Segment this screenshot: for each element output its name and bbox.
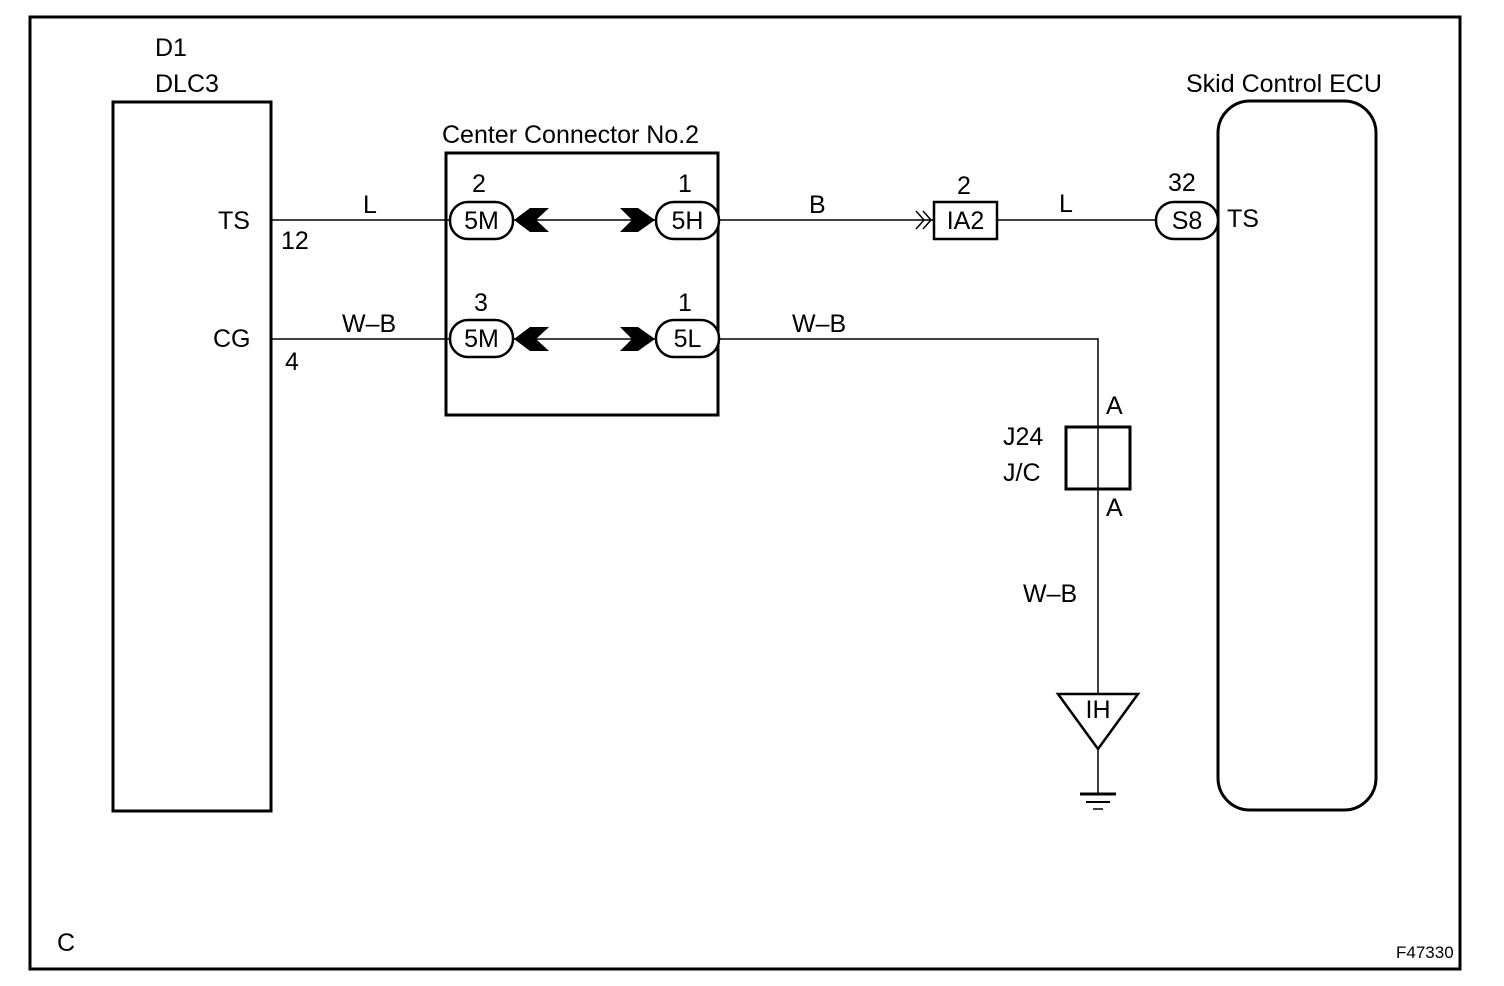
jc-bottom-label: A <box>1106 494 1123 522</box>
ecu-connector-label: S8 <box>1172 207 1203 235</box>
ground-point-triangle <box>1055 692 1141 752</box>
wire-cc-ia2-color: B <box>809 191 826 219</box>
dlc3-pin-ts-label: TS <box>218 207 250 235</box>
dlc3-pin-cg-label: CG <box>213 325 251 353</box>
jc-code: J24 <box>1003 423 1043 451</box>
cc-row2-right-pin: 1 <box>678 289 692 317</box>
cc-row1-left-connector-label: 5M <box>464 207 499 235</box>
cc-row1-left-arrow <box>514 208 549 232</box>
ia2-label: IA2 <box>947 207 985 235</box>
ecu-box <box>1216 99 1378 812</box>
cc-row2-left-arrow <box>514 327 549 351</box>
center-connector-title: Center Connector No.2 <box>442 121 699 149</box>
cc-row2-left-connector <box>448 318 515 359</box>
cc-row2-left-connector-label: 5M <box>464 325 499 353</box>
ecu-terminal-label: TS <box>1227 205 1259 233</box>
cc-row2-right-connector-label: 5L <box>674 325 702 353</box>
cc-row1-left-connector <box>448 200 515 241</box>
corner-letter: C <box>57 929 75 957</box>
dlc3-pin-ts-number: 12 <box>281 227 309 255</box>
dlc3-box <box>111 100 273 813</box>
ground-icon <box>1080 792 1116 810</box>
wire-jc-ground-color: W–B <box>1023 580 1077 608</box>
wire-cg-dlc-cc-color: W–B <box>342 310 396 338</box>
cc-row1-right-connector-label: 5H <box>672 207 704 235</box>
cc-row2-right-arrow <box>620 327 655 351</box>
wire-cc-jc-color: W–B <box>792 310 846 338</box>
jc-name: J/C <box>1003 459 1041 487</box>
ecu-connector <box>1154 200 1220 241</box>
ia2-pin: 2 <box>957 172 971 200</box>
ground-point-label: IH <box>1086 696 1111 724</box>
cc-row2-left-pin: 3 <box>474 289 488 317</box>
wire-ts-dlc-cc-color: L <box>363 191 377 219</box>
cc-row1-right-arrow <box>620 208 655 232</box>
wire-cc-jc <box>719 338 1099 427</box>
cc-row1-left-pin: 2 <box>472 170 486 198</box>
dlc3-name: DLC3 <box>155 70 219 98</box>
ia2-chevron-2 <box>922 210 933 230</box>
figure-id: F47330 <box>1396 943 1454 962</box>
ia2-chevron-1 <box>915 210 926 230</box>
cc-row1-right-pin: 1 <box>678 170 692 198</box>
ecu-pin-number: 32 <box>1168 169 1196 197</box>
ecu-title: Skid Control ECU <box>1186 70 1382 98</box>
jc-top-label: A <box>1106 392 1123 420</box>
outer-frame <box>28 15 1462 971</box>
dlc3-pin-cg-number: 4 <box>285 348 299 376</box>
wire-ia2-ecu-color: L <box>1059 190 1073 218</box>
dlc3-code: D1 <box>155 34 187 62</box>
center-connector-box <box>444 151 720 417</box>
